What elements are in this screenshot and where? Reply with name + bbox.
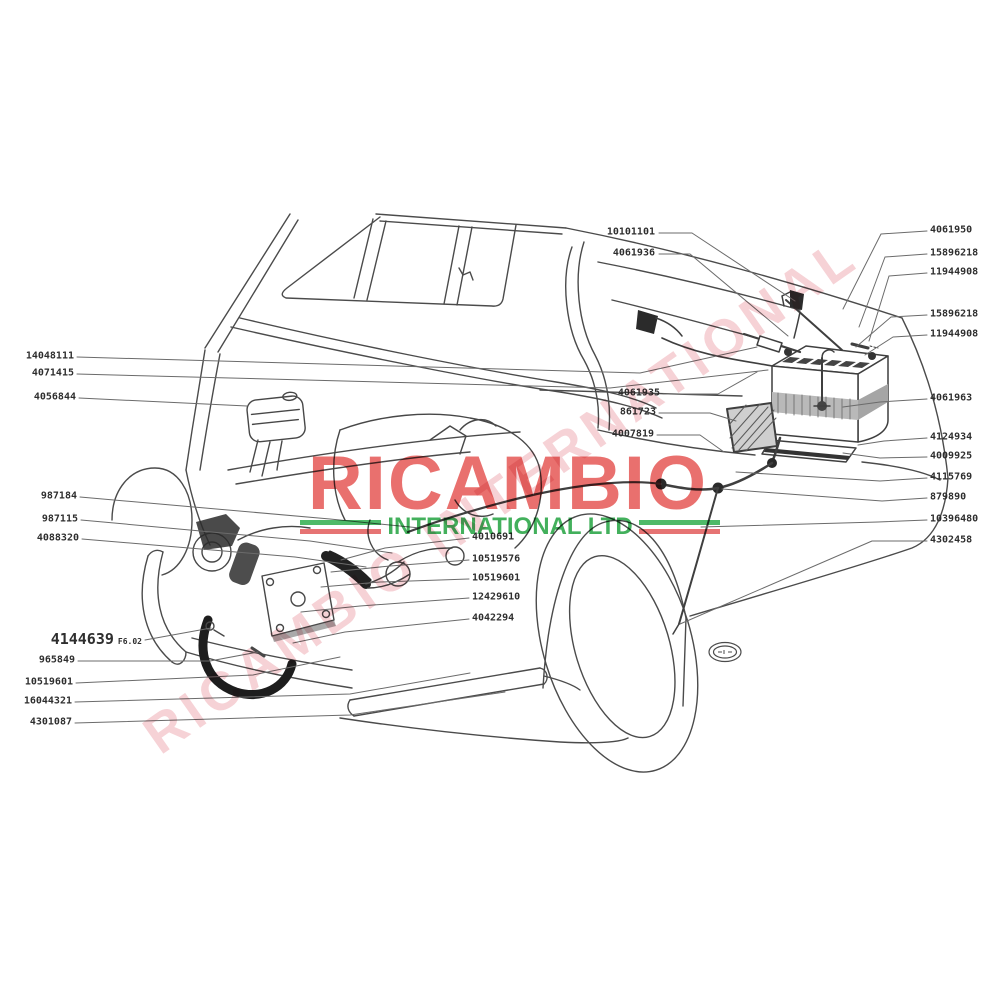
engine-components (192, 391, 542, 699)
part-label: 4042294 (472, 612, 515, 624)
part-label: 12429610 (472, 591, 521, 603)
part-label: 4088320 (36, 532, 79, 544)
part-label: 14048111 (25, 350, 74, 362)
part-label: 4071415 (31, 367, 74, 379)
part-number-suffix: F6.02 (117, 637, 142, 646)
part-label: 987184 (40, 490, 77, 502)
part-label: 10519601 (24, 676, 73, 688)
part-label: 4302458 (930, 534, 973, 546)
part-label: 987115 (41, 513, 78, 525)
part-label: 861723 (619, 406, 656, 418)
oval-stamp (708, 641, 742, 663)
part-label: 4061950 (930, 224, 973, 236)
part-label: 4007819 (611, 428, 654, 440)
part-label: 879890 (930, 491, 967, 503)
part-label: 10396480 (930, 513, 979, 525)
part-label: 4124934 (930, 431, 973, 443)
part-label: 4056844 (33, 391, 76, 403)
part-label: 15896218 (930, 247, 979, 259)
part-label: 4115769 (930, 471, 973, 483)
part-label: 4061963 (930, 392, 973, 404)
part-label: 10101101 (606, 226, 655, 238)
part-label: 965849 (38, 654, 75, 666)
part-label: 4010691 (472, 531, 515, 543)
part-label: 11944908 (930, 328, 979, 340)
part-label: 15896218 (930, 308, 979, 320)
part-label: 4061936 (612, 247, 655, 259)
part-label: 10519576 (472, 553, 521, 565)
car-body-outline (111, 213, 949, 744)
part-label: 10519601 (472, 572, 521, 584)
battery-assembly (406, 290, 889, 635)
part-label: 4301087 (29, 716, 72, 728)
part-number: 4144639 (50, 630, 114, 648)
part-label: 16044321 (23, 695, 72, 707)
part-label: 4009925 (930, 450, 973, 462)
part-label: 11944908 (930, 266, 979, 278)
part-label: 4061935 (617, 387, 660, 399)
rear-wheel (535, 513, 699, 773)
leader-lines (74, 230, 928, 724)
